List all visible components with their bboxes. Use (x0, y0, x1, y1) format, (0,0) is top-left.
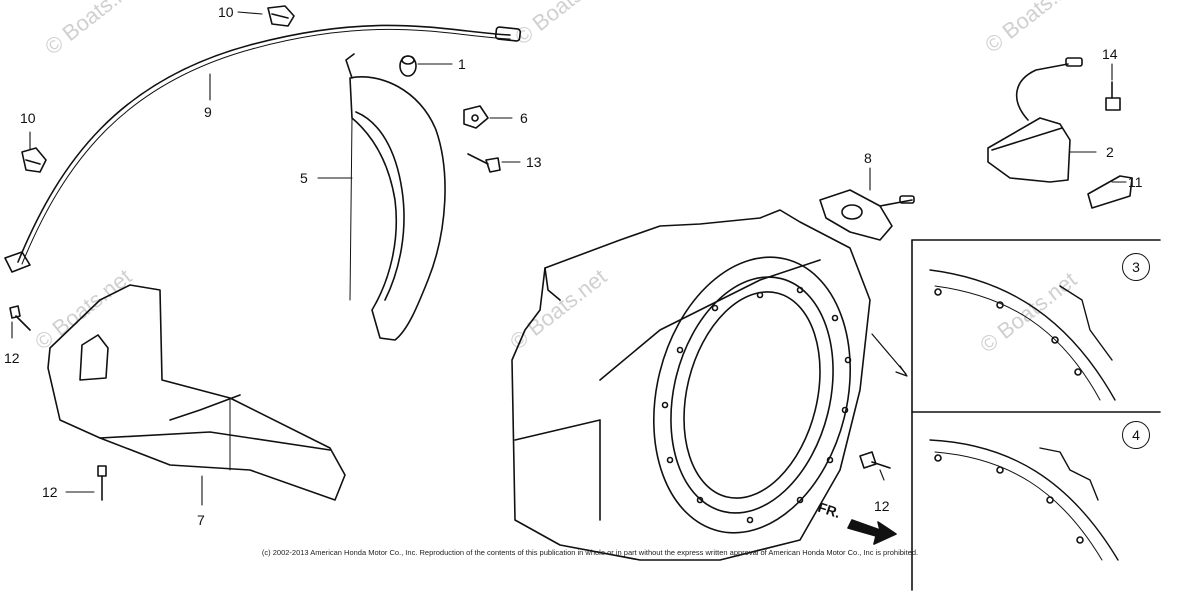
callout-10: 10 (218, 4, 234, 20)
detail-label-3: 3 (1122, 253, 1150, 281)
part-7-lower-shroud (47, 284, 346, 501)
part-11-plate (1087, 175, 1133, 209)
detail-box-4 (929, 439, 1119, 561)
callout-14: 14 (1102, 46, 1118, 62)
callout-7: 7 (197, 512, 205, 528)
fan-housing (511, 209, 871, 561)
callout-13: 13 (526, 154, 542, 170)
callout-2: 2 (1106, 144, 1114, 160)
part-14-bolt (1105, 81, 1121, 111)
callout-6: 6 (520, 110, 528, 126)
part-12-bolt (9, 305, 31, 331)
part-5-shield (345, 53, 446, 341)
part-10-clip (267, 5, 295, 27)
leader-lines (11, 11, 1127, 506)
callout-10: 10 (20, 110, 36, 126)
copyright-notice: (c) 2002-2013 American Honda Motor Co., … (261, 548, 919, 557)
callout-12: 12 (42, 484, 58, 500)
part-12-bolt (859, 451, 891, 469)
part-12-bolt (97, 465, 107, 501)
callout-5: 5 (300, 170, 308, 186)
callout-8: 8 (864, 150, 872, 166)
callout-12: 12 (4, 350, 20, 366)
part-13-bolt (467, 153, 501, 173)
part-8-switch (819, 189, 915, 241)
callout-1: 1 (458, 56, 466, 72)
part-2-housing (987, 57, 1083, 183)
callout-12: 12 (874, 498, 890, 514)
part-10-clip (21, 147, 47, 173)
part-6-clip-nut (463, 105, 489, 129)
part-9-cable (4, 24, 522, 273)
front-arrow (847, 519, 897, 545)
part-1-grommet (399, 55, 417, 77)
detail-label-4: 4 (1122, 421, 1150, 449)
callout-11: 11 (1128, 174, 1143, 190)
detail-box-3 (911, 239, 1161, 591)
callout-9: 9 (204, 104, 212, 120)
